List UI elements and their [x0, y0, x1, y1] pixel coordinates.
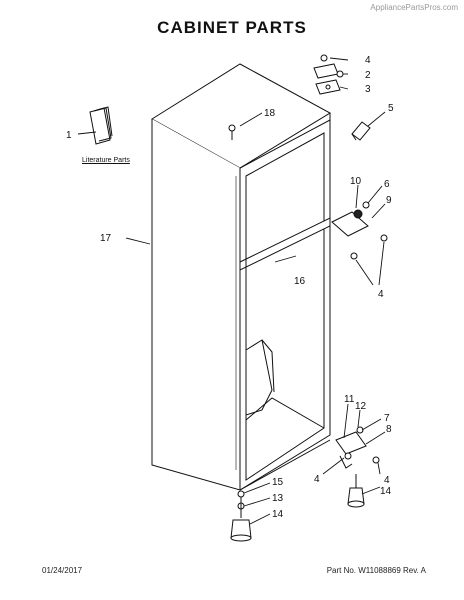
- callout-9: 9: [386, 195, 392, 206]
- callout-7: 7: [384, 413, 390, 424]
- callout-13: 13: [272, 493, 284, 504]
- callout-14-left: 14: [272, 509, 284, 520]
- callout-4-bottom-left: 4: [314, 474, 320, 485]
- footer-date: 01/24/2017: [42, 566, 83, 575]
- callout-14-right: 14: [380, 486, 392, 497]
- callout-11: 11: [344, 394, 355, 405]
- leveling-leg-left: [230, 490, 252, 542]
- callout-6: 6: [384, 179, 390, 190]
- callout-3: 3: [365, 84, 371, 95]
- literature-parts-label: Literature Parts: [82, 157, 130, 164]
- callout-17: 17: [100, 233, 112, 244]
- hinge-cover: [351, 121, 371, 141]
- callout-4-center: 4: [378, 289, 384, 300]
- callout-5: 5: [388, 103, 394, 114]
- top-screw: [228, 124, 236, 140]
- callout-15: 15: [272, 477, 284, 488]
- callout-10: 10: [350, 176, 362, 187]
- footer-part-number: Part No. W11088869 Rev. A: [326, 566, 426, 575]
- callout-2: 2: [365, 70, 371, 81]
- callout-1: 1: [66, 130, 72, 141]
- refrigerator-cabinet: [151, 63, 331, 491]
- watermark: AppliancePartsPros.com: [370, 3, 458, 12]
- literature-manual: [89, 106, 113, 145]
- center-hinge-assembly: [331, 201, 388, 260]
- callout-8: 8: [386, 424, 392, 435]
- bottom-hinge-assembly: [335, 426, 380, 469]
- callout-4-bottom-right: 4: [384, 475, 390, 486]
- callout-18: 18: [264, 108, 276, 119]
- leader-lines: [77, 57, 386, 525]
- callout-12: 12: [355, 401, 367, 412]
- leveling-leg-right: [347, 474, 365, 508]
- top-hinge-assembly: [313, 54, 344, 95]
- callout-16: 16: [294, 276, 306, 287]
- page-title: CABINET PARTS: [157, 18, 307, 37]
- callout-labels: 4 2 3 5 18 1 10 6 9 17 16 4 11 12 7 8 4 …: [66, 55, 394, 520]
- callout-4-top: 4: [365, 55, 371, 66]
